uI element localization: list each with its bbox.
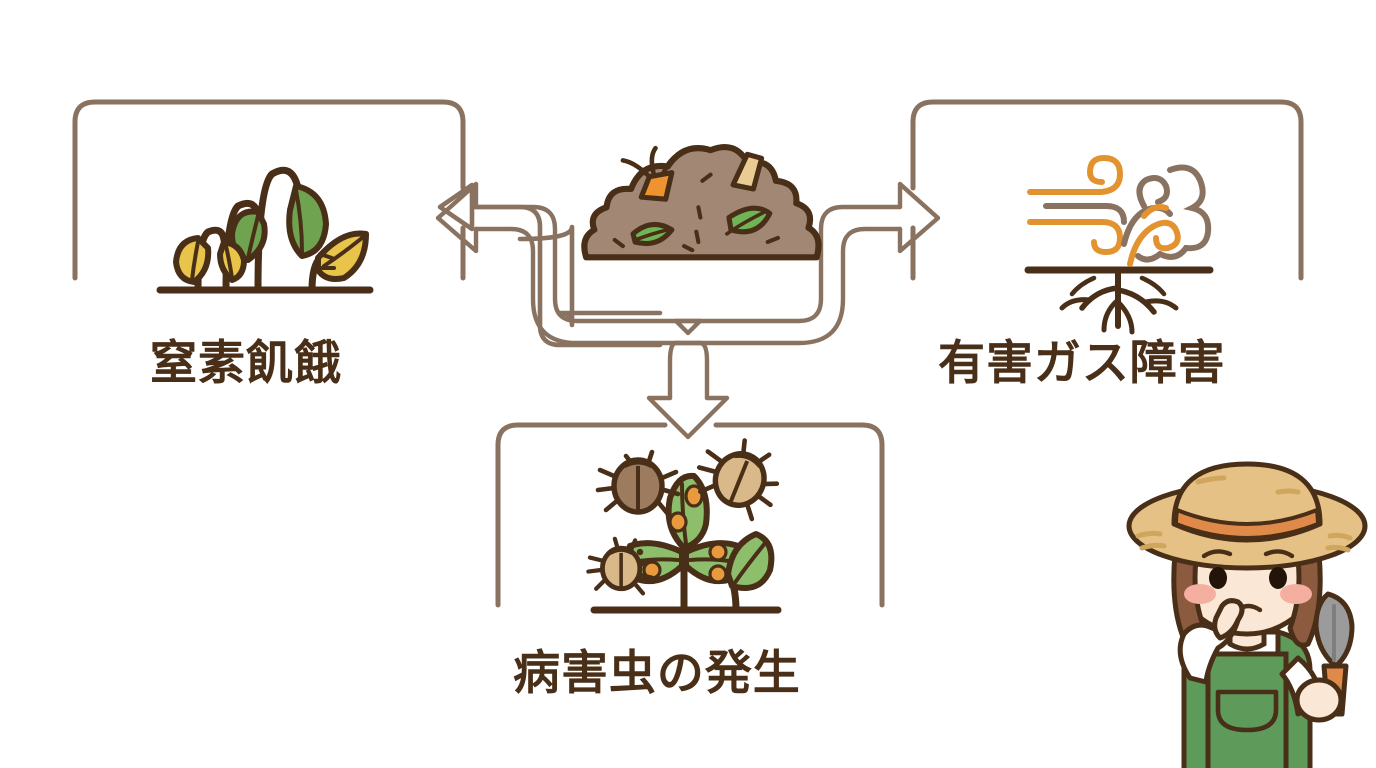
node-label-pest-disease-outbreak: 病害虫の発生 bbox=[513, 646, 801, 699]
beetle-icon bbox=[586, 536, 655, 596]
arrow-right-rail-outer bbox=[673, 204, 903, 324]
gas-swirl-roots-icon bbox=[1024, 154, 1214, 335]
beetle-icon bbox=[595, 449, 681, 517]
wilting-plants-icon bbox=[156, 166, 374, 294]
beetles-diseased-plant-icon bbox=[586, 438, 782, 614]
beetle-icon bbox=[696, 438, 780, 522]
arrow-down-head bbox=[646, 395, 730, 440]
bracket-left bbox=[72, 99, 466, 281]
arrow-down-rail-right bbox=[697, 340, 710, 401]
arrow-merge-v bbox=[673, 318, 703, 336]
bracket-right bbox=[910, 99, 1304, 281]
arrow-right-rail-inner bbox=[673, 226, 903, 346]
node-label-harmful-gas-damage: 有害ガス障害 bbox=[938, 336, 1226, 389]
arrow-down-rail-left bbox=[667, 340, 679, 401]
arrow-right-head bbox=[897, 181, 941, 254]
arrow-group bbox=[435, 181, 941, 440]
compost-soil-pile-icon bbox=[581, 144, 822, 261]
worried-farmer-girl bbox=[1126, 461, 1368, 768]
bracket-bottom bbox=[495, 422, 885, 608]
node-label-nitrogen-starvation: 窒素飢餓 bbox=[150, 336, 342, 389]
